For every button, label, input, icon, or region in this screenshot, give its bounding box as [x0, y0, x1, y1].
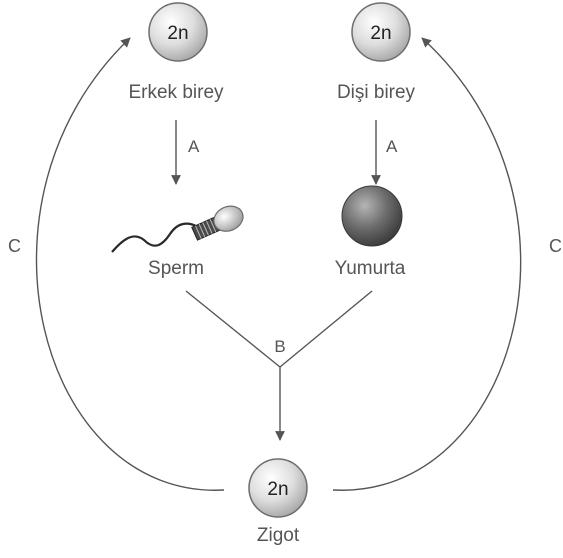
sperm-icon — [112, 202, 247, 252]
sperm-node: Sperm — [112, 202, 247, 279]
male-ploidy-label: 2n — [167, 23, 188, 44]
meiosis-label-right: A — [386, 137, 398, 156]
egg-node: Yumurta — [335, 186, 406, 279]
female-label: Dişi birey — [337, 82, 416, 103]
egg-icon — [342, 186, 402, 246]
fertilization-label: B — [274, 337, 285, 356]
female-node: 2n Dişi birey — [337, 3, 416, 103]
fertilization-connector — [186, 291, 372, 440]
growth-label-left: C — [8, 236, 21, 256]
zygote-ploidy-label: 2n — [267, 479, 288, 500]
zygote-node: 2n Zigot — [249, 459, 307, 546]
zygote-label: Zigot — [257, 525, 300, 546]
female-ploidy-label: 2n — [370, 23, 391, 44]
male-node: 2n Erkek birey — [128, 3, 224, 103]
egg-label: Yumurta — [335, 258, 406, 279]
growth-label-right: C — [549, 236, 562, 256]
meiosis-label-left: A — [188, 137, 200, 156]
male-label: Erkek birey — [128, 82, 224, 103]
sperm-label: Sperm — [148, 258, 204, 279]
